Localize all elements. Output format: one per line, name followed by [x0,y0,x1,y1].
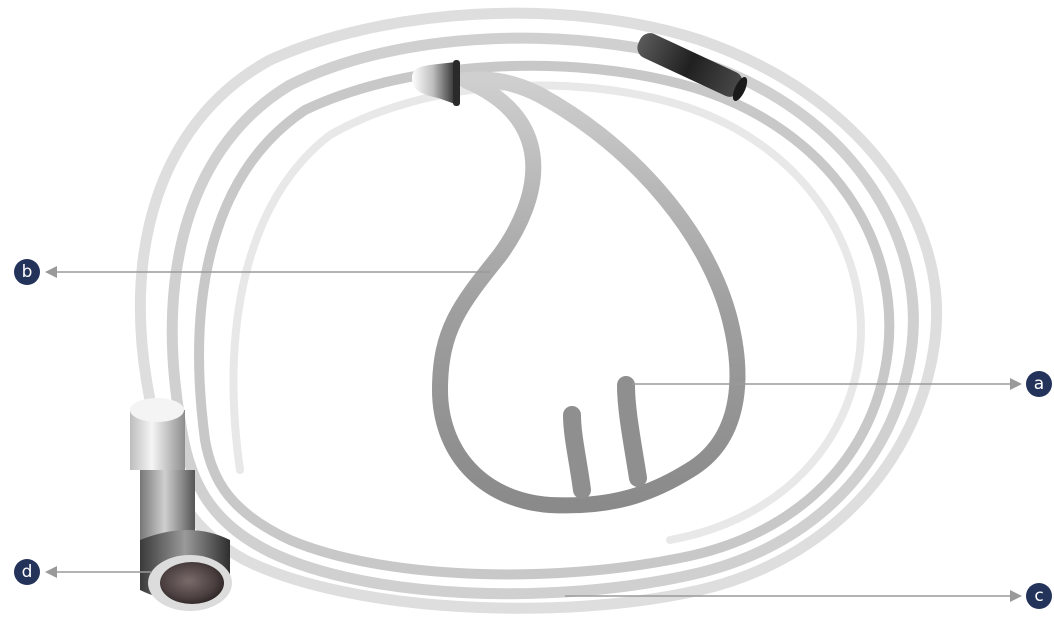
callout-badge-c: c [1026,583,1052,609]
nasal-prong-right [626,385,638,478]
callout-badge-b: b [14,259,40,285]
callout-label-b: b [22,262,33,282]
callout-label-c: c [1034,586,1043,606]
callout-label-d: d [22,562,33,582]
cannula-assembly [440,80,737,506]
callout-label-a: a [1034,374,1044,394]
arrowhead-d [45,566,57,578]
callout-badge-a: a [1026,371,1052,397]
arrowhead-c [1010,590,1022,602]
callout-badge-d: d [14,559,40,585]
arrowhead-b [45,266,57,278]
tubing-loop-highlight [233,85,860,540]
cannula-lead-tube [440,80,737,506]
nasal-prongs [572,385,638,490]
arrowhead-a [1010,378,1022,390]
nasal-prong-left [572,415,582,490]
